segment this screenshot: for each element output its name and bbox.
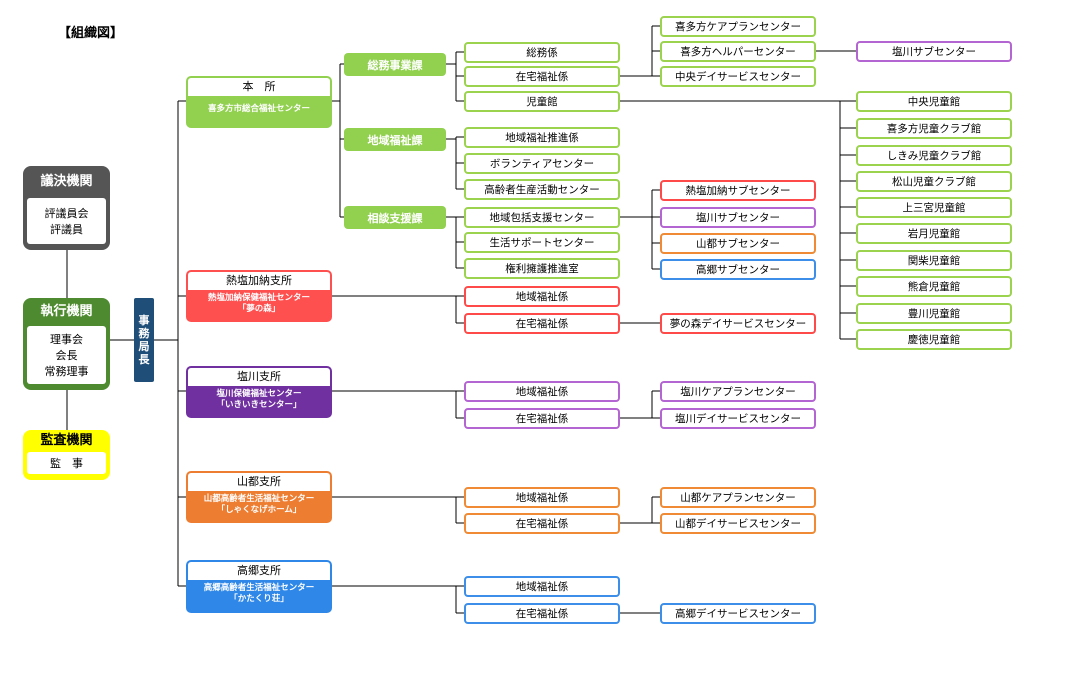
childrens-hall: 熊倉児童館 (856, 276, 1012, 297)
audit-body: 監査機関 監 事 (23, 430, 110, 480)
secretary-char: 局 (138, 340, 150, 353)
unit-welfare: 地域福祉推進係 (464, 127, 620, 148)
executive-body: 執行機関 理事会 会長 常務理事 (23, 298, 110, 390)
headquarters-sub: 喜多方市総合福祉センター (207, 104, 310, 114)
branch-sub: 「かたくり荘」 (229, 594, 289, 604)
home-care-center: 中央デイサービスセンター (660, 66, 816, 87)
childrens-hall: 岩月児童館 (856, 223, 1012, 244)
branch-atsushiokano: 熱塩加納支所 熱塩加納保健福祉センター 「夢の森」 (186, 270, 332, 322)
branch-unit: 地域福祉係 (464, 487, 620, 508)
branch-shiokawa: 塩川支所 塩川保健福祉センター 「いきいきセンター」 (186, 366, 332, 418)
executive-line: 理事会 (50, 333, 83, 346)
childrens-hall: 喜多方児童クラブ館 (856, 118, 1012, 139)
branch-sub: 高郷高齢者生活福祉センター (203, 583, 315, 593)
legislative-body: 議決機関 評議員会 評議員 (23, 166, 110, 250)
executive-line: 会長 (55, 349, 78, 362)
unit-consult: 生活サポートセンター (464, 232, 620, 253)
branch-unit: 地域福祉係 (464, 286, 620, 307)
branch-sub: 山都高齢者生活福祉センター (203, 494, 315, 504)
branch-unit: 在宅福祉係 (464, 603, 620, 624)
unit-welfare: ボランティアセンター (464, 153, 620, 174)
unit-childrens-hall: 児童館 (464, 91, 620, 112)
shiokawa-subcenter-top: 塩川サブセンター (856, 41, 1012, 62)
branch-name: 山都支所 (188, 473, 330, 491)
secretary-general: 事 務 局 長 (134, 298, 154, 382)
branch-name: 高郷支所 (188, 562, 330, 580)
branch-service: 塩川デイサービスセンター (660, 408, 816, 429)
branch-takasato: 高郷支所 高郷高齢者生活福祉センター 「かたくり荘」 (186, 560, 332, 613)
branch-unit: 地域福祉係 (464, 576, 620, 597)
branch-service: 山都ケアプランセンター (660, 487, 816, 508)
dept-general: 総務事業課 (344, 53, 446, 76)
secretary-char: 務 (138, 327, 150, 340)
subcenter: 山都サブセンター (660, 233, 816, 254)
branch-sub: 「しゃくなげホーム」 (216, 505, 302, 515)
legislative-line: 評議員会 (44, 207, 89, 220)
branch-service: 山都デイサービスセンター (660, 513, 816, 534)
secretary-char: 長 (138, 353, 150, 366)
branch-service: 夢の森デイサービスセンター (660, 313, 816, 334)
branch-service: 塩川ケアプランセンター (660, 381, 816, 402)
childrens-hall: 慶徳児童館 (856, 329, 1012, 350)
dept-welfare: 地域福祉課 (344, 128, 446, 151)
branch-sub: 「いきいきセンター」 (216, 400, 302, 410)
subcenter: 熱塩加納サブセンター (660, 180, 816, 201)
childrens-hall: 関柴児童館 (856, 250, 1012, 271)
branch-sub: 熱塩加納保健福祉センター (207, 293, 310, 303)
secretary-char: 事 (138, 314, 150, 327)
home-care-center: 喜多方ヘルパーセンター (660, 41, 816, 62)
childrens-hall: 中央児童館 (856, 91, 1012, 112)
home-care-center: 喜多方ケアプランセンター (660, 16, 816, 37)
branch-unit: 地域福祉係 (464, 381, 620, 402)
childrens-hall: 豊川児童館 (856, 303, 1012, 324)
branch-unit: 在宅福祉係 (464, 313, 620, 334)
branch-sub: 「夢の森」 (237, 304, 281, 314)
branch-sub: 塩川保健福祉センター (216, 389, 302, 399)
executive-heading: 執行機関 (40, 304, 93, 319)
branch-unit: 在宅福祉係 (464, 408, 620, 429)
unit-general: 総務係 (464, 42, 620, 63)
page-title: 【組織図】 (58, 26, 124, 41)
headquarters: 本 所 喜多方市総合福祉センター (186, 76, 332, 128)
audit-heading: 監査機関 (40, 433, 93, 448)
executive-line: 常務理事 (44, 365, 89, 378)
unit-home-welfare: 在宅福祉係 (464, 66, 620, 87)
unit-welfare: 高齢者生産活動センター (464, 179, 620, 200)
subcenter: 塩川サブセンター (660, 207, 816, 228)
childrens-hall: しきみ児童クラブ館 (856, 145, 1012, 166)
branch-unit: 在宅福祉係 (464, 513, 620, 534)
headquarters-name: 本 所 (188, 78, 330, 96)
unit-consult: 地域包括支援センター (464, 207, 620, 228)
branch-name: 熱塩加納支所 (188, 272, 330, 290)
audit-line: 監 事 (50, 457, 83, 470)
unit-consult: 権利擁護推進室 (464, 258, 620, 279)
branch-service: 高郷デイサービスセンター (660, 603, 816, 624)
legislative-line: 評議員 (50, 223, 83, 236)
subcenter: 高郷サブセンター (660, 259, 816, 280)
childrens-hall: 松山児童クラブ館 (856, 171, 1012, 192)
branch-name: 塩川支所 (188, 368, 330, 386)
childrens-hall: 上三宮児童館 (856, 197, 1012, 218)
branch-yamato: 山都支所 山都高齢者生活福祉センター 「しゃくなげホーム」 (186, 471, 332, 523)
legislative-heading: 議決機関 (40, 174, 93, 189)
dept-consult: 相談支援課 (344, 206, 446, 229)
